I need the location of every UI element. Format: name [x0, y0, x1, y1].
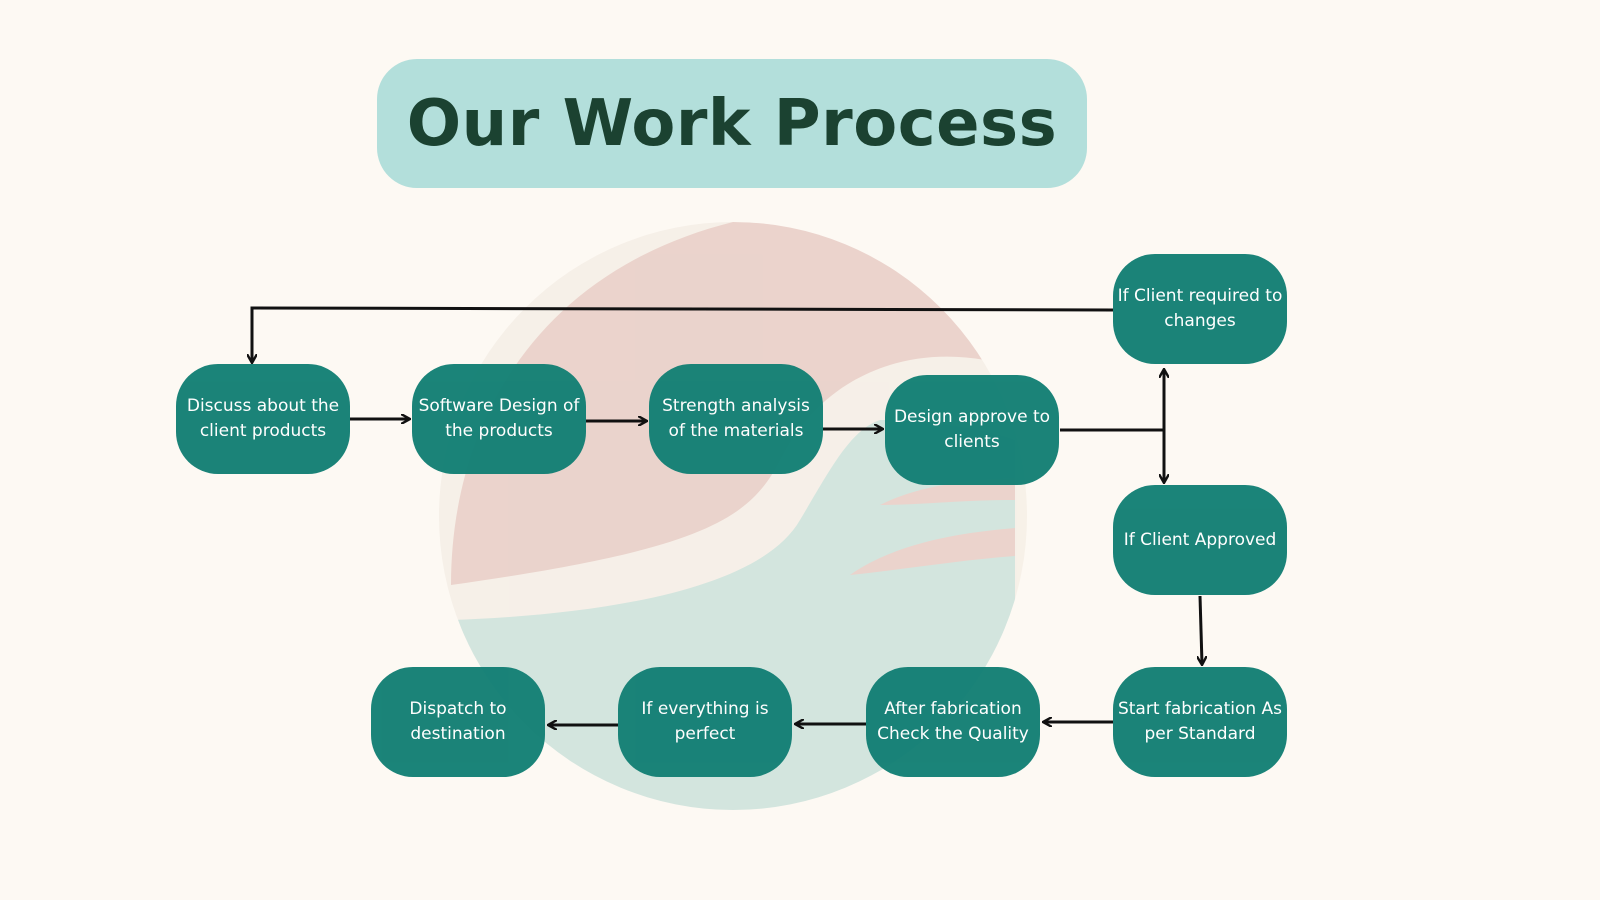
- node-everything-perfect: If everything is perfect: [618, 667, 792, 777]
- node-client-changes: If Client required to changes: [1113, 254, 1287, 364]
- node-discuss-label: Discuss about the client products: [186, 396, 340, 441]
- node-dispatch: Dispatch to destination: [371, 667, 545, 777]
- title-banner: Our Work Process: [377, 59, 1087, 188]
- node-strength-analysis-label: Strength analysis of the materials: [662, 396, 810, 441]
- arrow-approved-to-fabrication: [1200, 595, 1202, 664]
- node-design-approve-label: Design approve to clients: [893, 407, 1051, 452]
- node-check-quality: After fabrication Check the Quality: [866, 667, 1040, 777]
- node-software-design-label: Software Design of the products: [418, 396, 580, 441]
- arrow-changes-to-discuss: [252, 306, 1114, 362]
- node-client-approved-label: If Client Approved: [1123, 529, 1277, 550]
- node-discuss: Discuss about the client products: [176, 364, 350, 474]
- node-check-quality-label: After fabrication Check the Quality: [877, 699, 1029, 744]
- node-client-approved: If Client Approved: [1113, 485, 1287, 595]
- node-client-changes-label: If Client required to changes: [1117, 286, 1283, 331]
- node-design-approve: Design approve to clients: [885, 375, 1059, 485]
- node-start-fabrication: Start fabrication As per Standard: [1113, 667, 1287, 777]
- node-dispatch-label: Dispatch to destination: [409, 699, 507, 744]
- node-everything-perfect-label: If everything is perfect: [641, 699, 769, 744]
- page-title: Our Work Process: [406, 86, 1058, 161]
- node-strength-analysis: Strength analysis of the materials: [649, 364, 823, 474]
- node-software-design: Software Design of the products: [412, 364, 586, 474]
- node-start-fabrication-label: Start fabrication As per Standard: [1117, 699, 1283, 744]
